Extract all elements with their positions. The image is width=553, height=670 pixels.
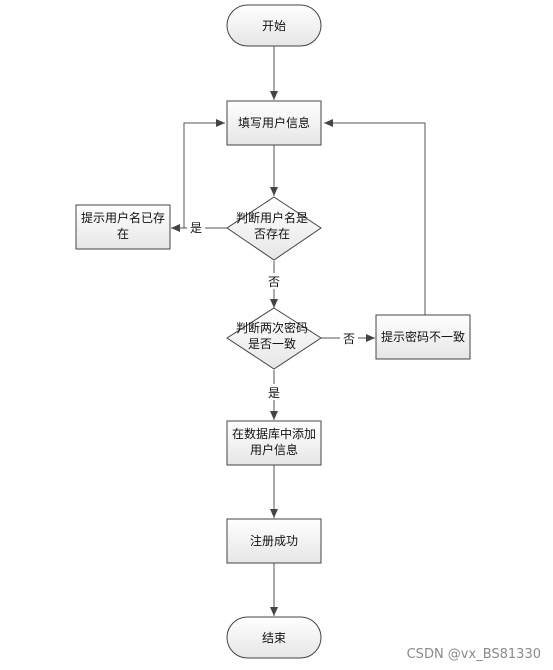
edge-mismatch-back-to-fill: [324, 119, 426, 315]
register-success-label: 注册成功: [250, 533, 298, 548]
end-node: 结束: [226, 616, 322, 659]
check-user-decision: 判断用户名是 否存在: [226, 196, 322, 261]
fill-info-label: 填写用户信息: [238, 115, 310, 130]
edge-user-tip-back-to-fill: [183, 119, 225, 228]
add-to-db-line2: 用户信息: [250, 442, 298, 457]
edge-labels: 是 否 否 是: [187, 219, 358, 400]
fill-info-node: 填写用户信息: [226, 100, 322, 146]
user-exists-tip-line2: 在: [117, 227, 129, 241]
password-mismatch-tip-node: 提示密码不一致: [375, 314, 471, 360]
start-node: 开始: [226, 4, 322, 47]
start-label: 开始: [262, 19, 286, 33]
check-user-label-line1: 判断用户名是: [236, 210, 308, 225]
user-exists-tip-node: 提示用户名已存 在: [75, 204, 171, 250]
user-exists-tip-line1: 提示用户名已存: [81, 210, 165, 225]
check-password-label-line1: 判断两次密码: [236, 320, 308, 335]
password-mismatch-tip-label: 提示密码不一致: [381, 329, 465, 344]
edge-label-password-match-yes: 是: [268, 386, 280, 400]
add-to-db-node: 在数据库中添加 用户信息: [226, 420, 322, 466]
edge-label-user-exists-no: 否: [268, 275, 280, 289]
edge-label-password-match-no: 否: [343, 332, 355, 346]
watermark: CSDN @vx_BS81330: [406, 647, 541, 662]
check-password-label-line2: 是否一致: [248, 337, 296, 351]
register-success-node: 注册成功: [226, 518, 322, 564]
end-label: 结束: [262, 631, 286, 645]
edge-label-user-exists-yes: 是: [190, 221, 202, 235]
add-to-db-line1: 在数据库中添加: [232, 426, 316, 441]
check-password-decision: 判断两次密码 是否一致: [226, 307, 322, 370]
check-user-label-line2: 否存在: [254, 227, 290, 241]
